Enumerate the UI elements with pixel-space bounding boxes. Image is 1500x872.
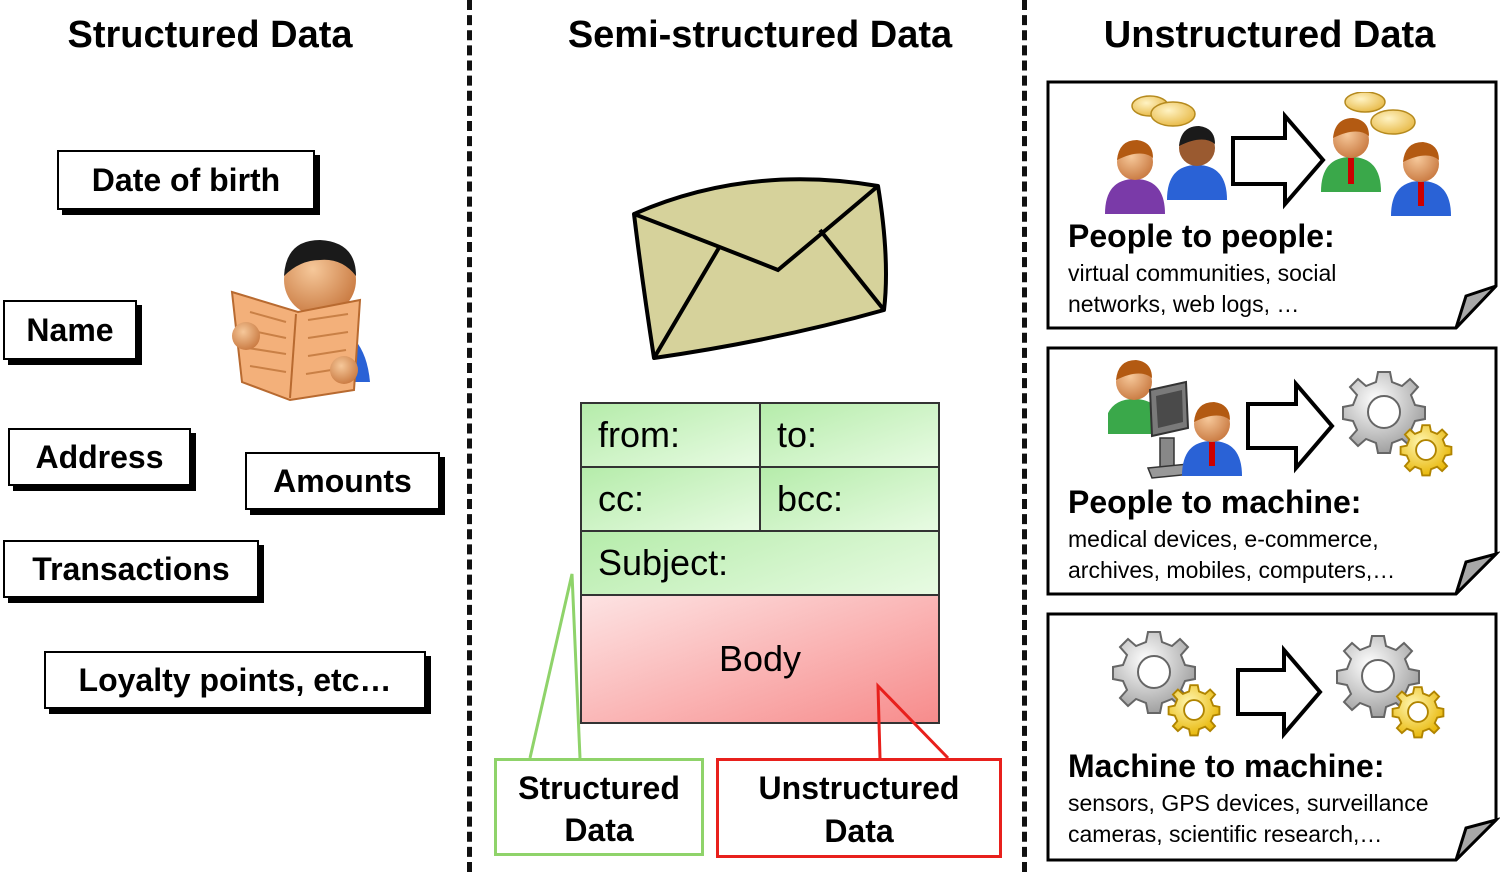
gear-icon bbox=[1391, 686, 1445, 739]
tag-date-of-birth: Date of birth bbox=[57, 150, 315, 210]
unstructured-data-title: Unstructured Data bbox=[1103, 14, 1436, 56]
gear-icon bbox=[1336, 635, 1420, 718]
arrow-right-icon bbox=[1231, 110, 1326, 210]
gear-icon bbox=[1112, 631, 1196, 714]
structured-callout-line2: Data bbox=[564, 812, 634, 848]
speech-bubble-icon bbox=[1150, 101, 1196, 127]
card-people-to-machine-line1: medical devices, e-commerce, bbox=[1068, 526, 1379, 552]
gear-icon bbox=[1167, 684, 1221, 737]
arrow-right-icon bbox=[1246, 378, 1335, 474]
person-icon bbox=[1182, 402, 1242, 476]
people-to-machine-icons bbox=[1108, 360, 1453, 479]
structured-data-title: Structured Data bbox=[67, 14, 353, 56]
gear-icon bbox=[1342, 371, 1426, 454]
envelope-icon bbox=[632, 177, 888, 360]
tag-name: Name bbox=[3, 300, 137, 360]
people-to-people-icons bbox=[1105, 92, 1451, 216]
card-people-to-people-line2: networks, web logs, … bbox=[1068, 291, 1300, 317]
card-people-to-people-title: People to people: bbox=[1068, 218, 1335, 254]
card-people-to-machine-title: People to machine: bbox=[1068, 484, 1362, 520]
tag-transactions: Transactions bbox=[3, 540, 259, 598]
semi-structured-data-title: Semi-structured Data bbox=[567, 14, 953, 56]
tag-amounts: Amounts bbox=[245, 452, 440, 510]
person-icon bbox=[1167, 126, 1227, 200]
card-people-to-machine-line2: archives, mobiles, computers,… bbox=[1068, 557, 1396, 583]
divider-left bbox=[467, 0, 472, 872]
email-cc-field: cc: bbox=[580, 466, 761, 532]
gear-icon bbox=[1399, 424, 1453, 477]
email-from-field: from: bbox=[580, 402, 761, 468]
tag-loyalty-points: Loyalty points, etc… bbox=[44, 651, 426, 709]
card-machine-to-machine-line1: sensors, GPS devices, surveillance bbox=[1068, 790, 1429, 816]
unstructured-callout-line1: Unstructured bbox=[758, 770, 960, 806]
card-machine-to-machine-title: Machine to machine: bbox=[1068, 748, 1385, 784]
structured-callout-box bbox=[494, 758, 704, 856]
person-icon bbox=[1108, 360, 1164, 434]
structured-callout-line1: Structured bbox=[518, 770, 680, 806]
arrow-right-icon bbox=[1236, 644, 1323, 740]
card-people-to-people-line1: virtual communities, social bbox=[1068, 260, 1337, 286]
person-icon bbox=[1391, 142, 1451, 216]
machine-to-machine-icons bbox=[1112, 631, 1445, 740]
unstructured-callout-pointer bbox=[876, 682, 950, 760]
person-icon bbox=[1105, 140, 1165, 214]
person-icon bbox=[1321, 118, 1381, 192]
person-reading-newspaper-icon bbox=[230, 240, 370, 402]
email-body-field: Body bbox=[580, 594, 940, 724]
card-frame-1 bbox=[1046, 80, 1498, 330]
unstructured-callout-box bbox=[716, 758, 1002, 858]
card-machine-to-machine-line2: cameras, scientific research,… bbox=[1068, 821, 1383, 847]
unstructured-callout-line2: Data bbox=[824, 813, 894, 849]
tag-address: Address bbox=[8, 428, 191, 486]
computer-icon bbox=[1146, 380, 1194, 479]
speech-bubble-icon bbox=[1370, 109, 1416, 135]
speech-bubble-icon bbox=[1344, 92, 1386, 113]
divider-right bbox=[1022, 0, 1027, 872]
structured-callout-pointer bbox=[528, 573, 582, 759]
